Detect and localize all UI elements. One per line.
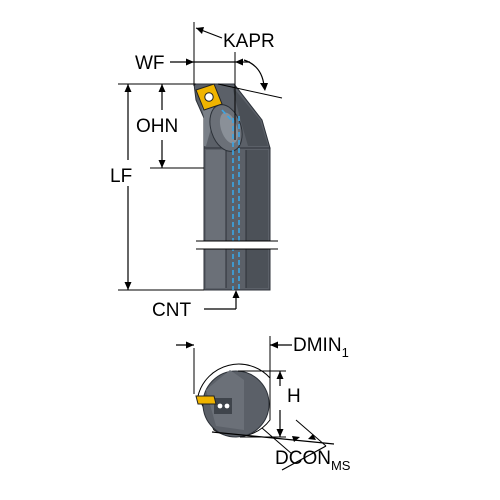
kapr-arc-arrow: [260, 83, 268, 91]
cnt-callout: CNT: [152, 290, 240, 321]
dcon-arrow-1: [292, 436, 300, 442]
dmin-dimension: DMIN1: [176, 335, 349, 394]
kapr-label: KAPR: [223, 31, 275, 52]
wf-arrow: [186, 58, 194, 66]
insert-end-view: [195, 395, 217, 405]
coolant-port-1: [217, 403, 223, 409]
dmin-arrow-right: [270, 341, 278, 349]
head-neck-shade: [232, 86, 268, 146]
ohn-dimension: OHN: [136, 83, 204, 169]
ohn-arrow-bottom: [158, 160, 166, 168]
dcon-label-main: DCON: [275, 448, 331, 469]
dcon-label: DCONMS: [275, 448, 351, 473]
bar-section-pocket: [214, 398, 232, 414]
h-arrow-bottom: [276, 429, 284, 437]
h-arrow-top: [276, 371, 284, 379]
h-label: H: [287, 386, 301, 407]
kapr-ref-line: [217, 83, 283, 99]
lf-arrow-bottom: [124, 282, 132, 290]
ohn-arrow-top: [158, 84, 166, 92]
dmin-arrow-left: [186, 341, 194, 349]
dmin-label-main: DMIN: [293, 335, 342, 356]
dcon-dimension: DCONMS: [211, 419, 351, 473]
boring-bar-side-view: [193, 83, 278, 291]
shank-face-right: [246, 150, 268, 288]
cnt-arrow: [232, 290, 240, 298]
ohn-label: OHN: [136, 116, 178, 137]
dcon-leader: [281, 445, 327, 471]
lf-dimension: LF: [110, 83, 204, 291]
dcon-ext-2: [295, 419, 327, 447]
cnt-label: CNT: [152, 300, 191, 321]
lf-label: LF: [110, 166, 132, 187]
h-dimension: H: [238, 370, 301, 438]
lf-arrow-top: [124, 84, 132, 92]
dmin-label: DMIN1: [293, 335, 349, 360]
dcon-ext-1: [261, 427, 293, 455]
break-gap: [198, 241, 276, 249]
bore-end-view: [195, 363, 271, 438]
insert: [195, 83, 223, 111]
kapr-dimension: KAPR: [195, 27, 283, 99]
kapr-arc: [243, 59, 265, 87]
dcon-arrow-2: [308, 434, 316, 440]
clamp-screw-icon: [204, 92, 214, 102]
coolant-channel-head: [221, 109, 234, 123]
shank-face-left: [206, 150, 226, 288]
wf-dimension: WF: [135, 22, 250, 140]
coolant-port-2: [224, 403, 230, 409]
kapr-leader-arrow: [196, 27, 204, 34]
dmin-label-sub: 1: [342, 345, 349, 360]
dcon-label-sub: MS: [331, 458, 351, 473]
wf-label: WF: [135, 53, 165, 74]
